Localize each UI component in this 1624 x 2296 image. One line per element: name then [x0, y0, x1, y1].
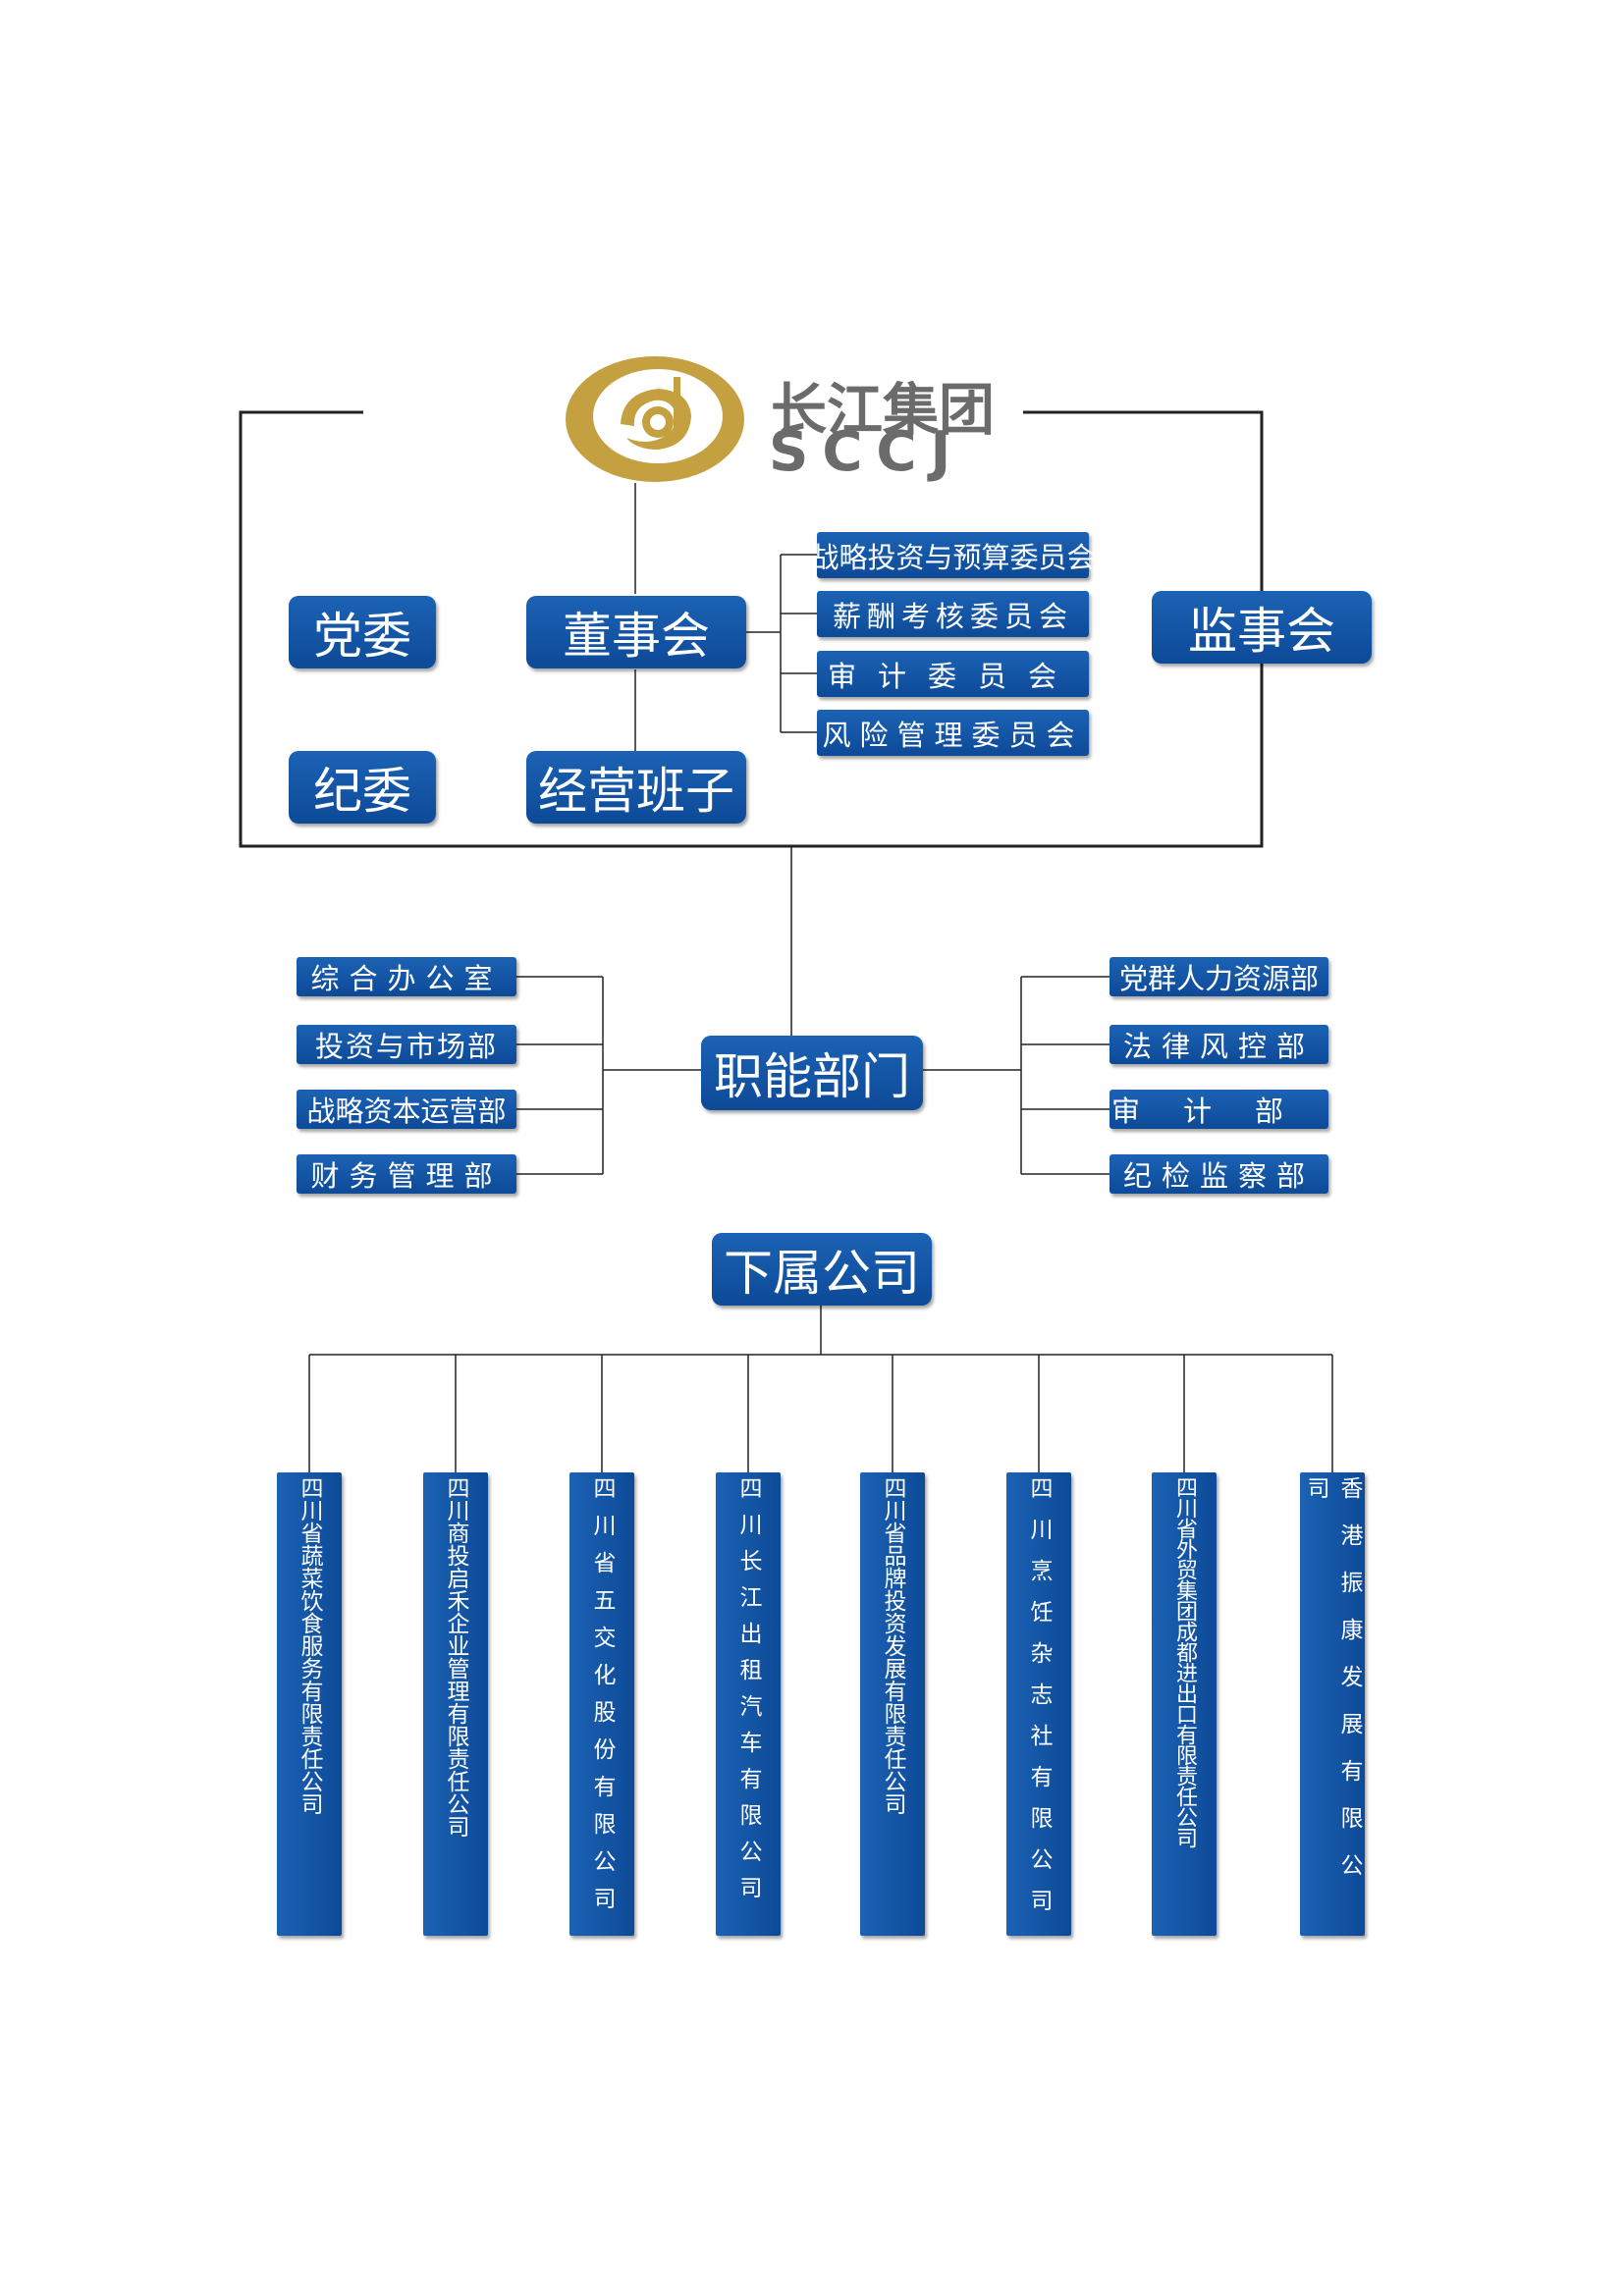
dept-investment-market-label: 投资与市场部 — [314, 1030, 498, 1063]
subsidiary-item-3[interactable]: 四川长江出租汽车有限公司 — [716, 1472, 781, 1936]
subsidiary-label: 四川商投启禾企业管理有限责任公司 — [443, 1476, 468, 1838]
dept-strategy-capital-box[interactable]: 战略资本运营部 — [297, 1090, 516, 1129]
party-committee-box[interactable]: 党委 — [289, 596, 436, 668]
dept-finance-label: 财务管理部 — [310, 1159, 503, 1193]
discipline-committee-box[interactable]: 纪委 — [289, 751, 436, 824]
discipline-committee-label: 纪委 — [313, 763, 411, 820]
subsidiary-label: 四川省外贸集团成都进出口有限责任公司 — [1172, 1476, 1197, 1847]
management-team-label: 经营班子 — [538, 763, 734, 820]
functional-departments-label: 职能部门 — [714, 1048, 910, 1105]
dept-discipline-box[interactable]: 纪检监察部 — [1110, 1154, 1328, 1194]
subsidiary-item-0[interactable]: 四川省蔬菜饮食服务有限责任公司 — [277, 1472, 342, 1936]
frame-top-left — [239, 410, 1264, 848]
committee-compensation-label: 薪酬考核委员会 — [832, 599, 1073, 633]
subsidiary-item-2[interactable]: 四川省五交化股份有限公司 — [569, 1472, 634, 1936]
subsidiary-item-1[interactable]: 四川商投启禾企业管理有限责任公司 — [423, 1472, 488, 1936]
functional-departments-box[interactable]: 职能部门 — [701, 1036, 923, 1110]
committee-audit-label: 审计委员会 — [827, 659, 1078, 693]
dept-party-hr-box[interactable]: 党群人力资源部 — [1110, 957, 1328, 996]
committee-audit-box[interactable]: 审计委员会 — [817, 651, 1089, 697]
dept-party-hr-label: 党群人力资源部 — [1118, 962, 1319, 995]
dept-audit-label: 审计部 — [1110, 1095, 1326, 1128]
management-team-box[interactable]: 经营班子 — [526, 751, 746, 824]
supervisory-board-box[interactable]: 监事会 — [1152, 591, 1372, 664]
dept-strategy-capital-label: 战略资本运营部 — [306, 1095, 507, 1128]
subsidiaries-box[interactable]: 下属公司 — [712, 1233, 932, 1306]
sccj-logo-icon — [566, 356, 744, 482]
subsidiary-item-4[interactable]: 四川省品牌投资发展有限责任公司 — [860, 1472, 925, 1936]
brand-name-cn: 长江集团 — [771, 378, 995, 443]
committee-strategy-box[interactable]: 战略投资与预算委员会 — [811, 532, 1096, 578]
party-committee-label: 党委 — [313, 608, 411, 665]
subsidiary-label: 四川省品牌投资发展有限责任公司 — [880, 1476, 905, 1815]
dept-general-office-box[interactable]: 综合办公室 — [297, 957, 516, 996]
subsidiary-label: 四川省五交化股份有限公司 — [589, 1476, 615, 1924]
dept-legal-risk-box[interactable]: 法律风控部 — [1110, 1025, 1328, 1064]
subsidiary-item-6[interactable]: 四川省外贸集团成都进出口有限责任公司 — [1152, 1472, 1217, 1936]
dept-general-office-label: 综合办公室 — [310, 962, 503, 995]
subsidiary-label: 香港振康发展有限公司 — [1303, 1476, 1362, 1900]
board-of-directors-label: 董事会 — [563, 608, 710, 665]
brand-name-en: SCCJ — [769, 420, 965, 484]
committee-risk-box[interactable]: 风险管理委员会 — [817, 710, 1089, 756]
subsidiary-label: 四川长江出租汽车有限公司 — [735, 1476, 761, 1912]
committee-strategy-label: 战略投资与预算委员会 — [810, 540, 1096, 574]
committee-risk-label: 风险管理委员会 — [822, 718, 1084, 752]
board-of-directors-box[interactable]: 董事会 — [526, 596, 746, 668]
subsidiary-item-5[interactable]: 四川烹饪杂志社有限公司 — [1006, 1472, 1071, 1936]
committee-compensation-box[interactable]: 薪酬考核委员会 — [817, 591, 1089, 637]
subsidiary-item-7[interactable]: 香港振康发展有限公司 — [1300, 1472, 1365, 1936]
dept-audit-box[interactable]: 审计部 — [1110, 1090, 1328, 1129]
supervisory-board-label: 监事会 — [1188, 603, 1335, 660]
dept-investment-market-box[interactable]: 投资与市场部 — [297, 1025, 516, 1064]
dept-legal-risk-label: 法律风控部 — [1122, 1030, 1315, 1063]
subsidiary-label: 四川烹饪杂志社有限公司 — [1026, 1476, 1052, 1930]
dept-discipline-label: 纪检监察部 — [1122, 1159, 1315, 1193]
subsidiary-label: 四川省蔬菜饮食服务有限责任公司 — [297, 1476, 322, 1815]
subsidiaries-label: 下属公司 — [724, 1245, 920, 1302]
dept-finance-box[interactable]: 财务管理部 — [297, 1154, 516, 1194]
